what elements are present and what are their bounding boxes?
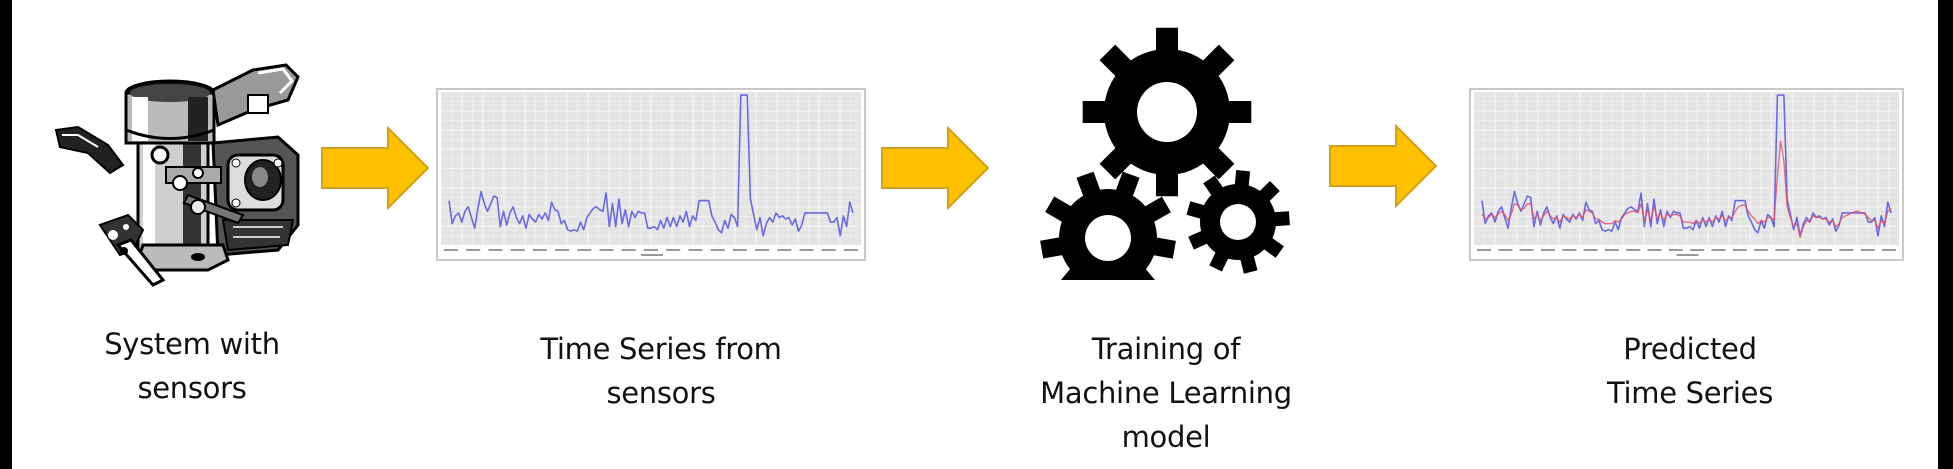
step-label-training: Training of Machine Learning model [1040,327,1292,459]
left-black-border [0,0,12,469]
label-line: Time Series [1606,376,1774,410]
label-line: sensors [606,376,716,410]
label-line: sensors [137,371,247,405]
label-line: System with [104,327,280,361]
label-line: Machine Learning [1040,376,1292,410]
time-series-plot [441,92,861,256]
label-line: model [1121,420,1211,454]
series-sensor [448,94,854,237]
carburetor-engine-icon [48,55,303,299]
predicted-time-series-plot [1474,92,1899,256]
label-line: Training of [1091,332,1241,366]
predicted-time-series-chart [1469,88,1904,261]
right-arrow-icon [1329,124,1438,208]
gears-icon [1040,27,1290,280]
time-series-chart [436,88,866,261]
label-line: Time Series from [540,332,782,366]
right-arrow-icon [321,126,430,210]
step-label-predicted: Predicted Time Series [1607,327,1773,415]
label-line: Predicted [1623,332,1757,366]
series-predicted [1481,140,1892,238]
step-label-series: Time Series from sensors [540,327,782,415]
step-label-system: System with sensors [104,322,280,410]
right-arrow-icon [881,126,990,210]
right-black-border [1938,0,1953,469]
